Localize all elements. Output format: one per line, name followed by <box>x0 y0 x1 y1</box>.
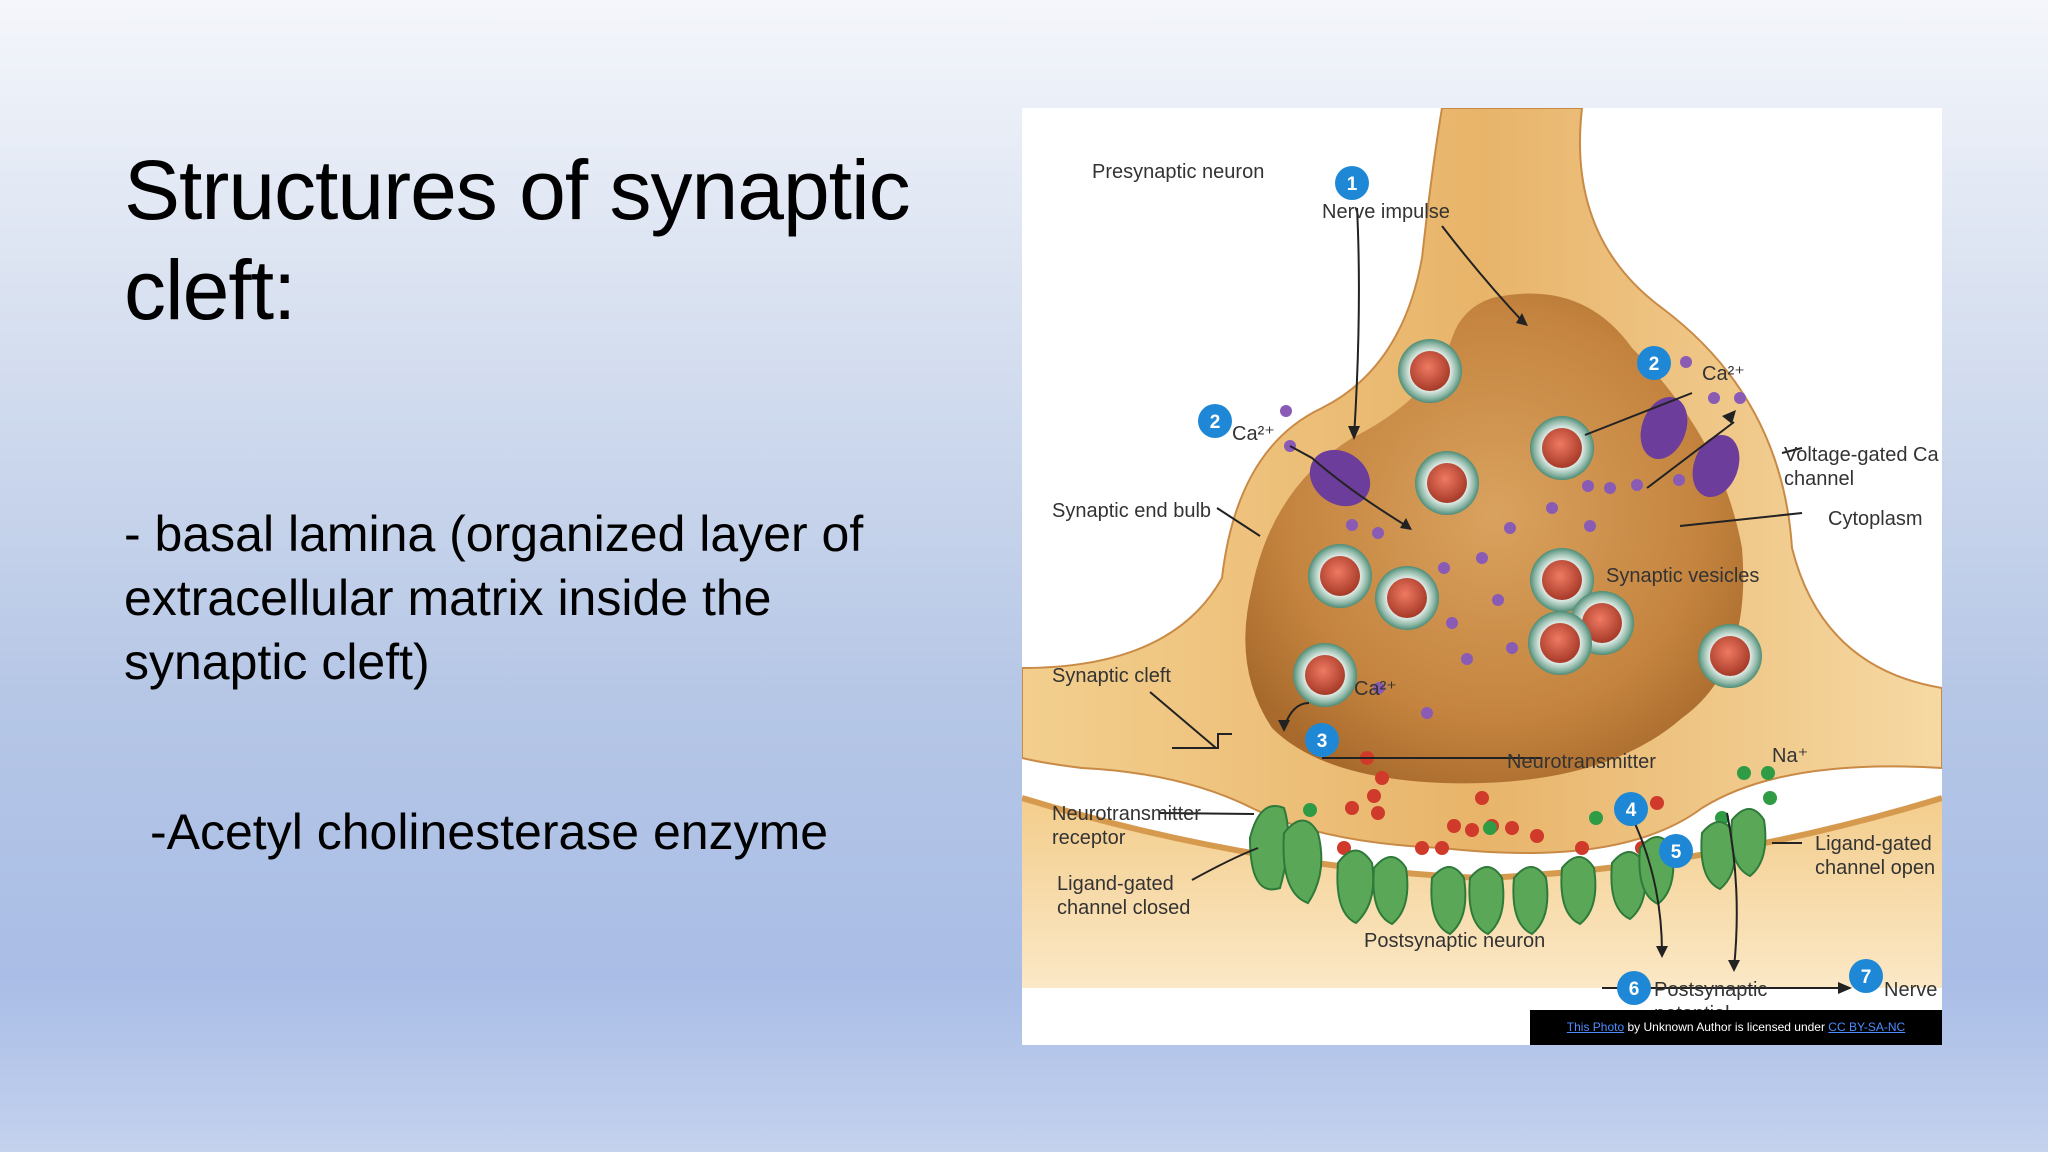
label-synaptic-cleft: Synaptic cleft <box>1052 665 1171 687</box>
label-lg-closed-line2: channel closed <box>1057 897 1190 919</box>
voltage-gated-ca-channels <box>1309 397 1740 507</box>
bullet-acetylcholinesterase: -Acetyl cholinesterase enzyme <box>150 804 829 860</box>
label-lg-open-line2: channel open <box>1815 857 1935 879</box>
step-badge-5 <box>1659 834 1693 868</box>
label-synaptic-vesicles: Synaptic vesicles <box>1606 565 1759 587</box>
arrowheads <box>1278 313 1852 994</box>
sodium-ions <box>1303 766 1777 835</box>
step-badge-2b <box>1637 346 1671 380</box>
slide-title: Structures of synaptic cleft: <box>124 143 911 337</box>
step-number-2b: 2 <box>1649 354 1660 375</box>
label-postsynaptic-neuron: Postsynaptic neuron <box>1364 930 1545 952</box>
label-cytoplasm: Cytoplasm <box>1828 508 1922 530</box>
neurotransmitter-molecules <box>1337 751 1664 855</box>
step-badge-1 <box>1335 166 1369 200</box>
step-number-1: 1 <box>1347 174 1358 195</box>
label-ca-bottom: Ca²⁺ <box>1354 678 1397 700</box>
step-badge-4 <box>1614 792 1648 826</box>
step-number-2a: 2 <box>1210 412 1221 433</box>
label-presynaptic-neuron: Presynaptic neuron <box>1092 161 1264 183</box>
step-number-6: 6 <box>1629 979 1640 1000</box>
label-nerve-out: Nerve <box>1884 979 1937 1001</box>
label-nt-receptor-line2: receptor <box>1052 827 1126 849</box>
calcium-ions <box>1280 356 1746 719</box>
label-nerve-impulse: Nerve impulse <box>1322 201 1450 223</box>
label-lg-open-line1: Ligand-gated <box>1815 833 1932 855</box>
step-badge-3 <box>1305 723 1339 757</box>
step-badge-2a <box>1198 404 1232 438</box>
credit-photo-link[interactable]: This Photo <box>1566 1020 1625 1034</box>
synapse-diagram-image: 1 2 2 3 4 5 6 7 Presynaptic neuron Nerve… <box>1022 108 1942 1045</box>
step-number-5: 5 <box>1671 842 1682 863</box>
label-postsynaptic-potential: Postsynaptic <box>1654 979 1767 1001</box>
label-ca-left: Ca²⁺ <box>1232 423 1275 445</box>
step-number-3: 3 <box>1317 731 1328 752</box>
label-voltage-gated-line2: channel <box>1784 468 1854 490</box>
step-number-4: 4 <box>1626 800 1637 821</box>
step-badges: 1 2 2 3 4 5 6 7 <box>1198 166 1883 1005</box>
leader-lines <box>1149 207 1845 989</box>
bullet-basal-lamina: - basal lamina (organized layer of extra… <box>124 506 864 690</box>
cytoplasm-region <box>1245 293 1744 784</box>
label-lg-closed-line1: Ligand-gated <box>1057 873 1174 895</box>
label-nt-receptor-line1: Neurotransmitter <box>1052 803 1201 825</box>
credit-license-link[interactable]: CC BY-SA-NC <box>1828 1020 1906 1034</box>
step-badge-7 <box>1849 959 1883 993</box>
step-number-7: 7 <box>1861 967 1872 988</box>
label-neurotransmitter: Neurotransmitter <box>1507 751 1656 773</box>
step-badge-6 <box>1617 971 1651 1005</box>
ligand-gated-channels <box>1248 805 1767 936</box>
image-credit: This Photo by Unknown Author is licensed… <box>1530 1010 1942 1045</box>
credit-text: by Unknown Author is licensed under <box>1624 1020 1829 1034</box>
label-na: Na⁺ <box>1772 745 1808 767</box>
label-synaptic-end-bulb: Synaptic end bulb <box>1052 500 1211 522</box>
synapse-illustration: 1 2 2 3 4 5 6 7 Presynaptic neuron Nerve… <box>1022 108 1942 1025</box>
label-ca-right: Ca²⁺ <box>1702 363 1745 385</box>
label-voltage-gated-line1: Voltage-gated Ca <box>1784 444 1939 466</box>
synaptic-vesicles <box>1293 339 1762 707</box>
